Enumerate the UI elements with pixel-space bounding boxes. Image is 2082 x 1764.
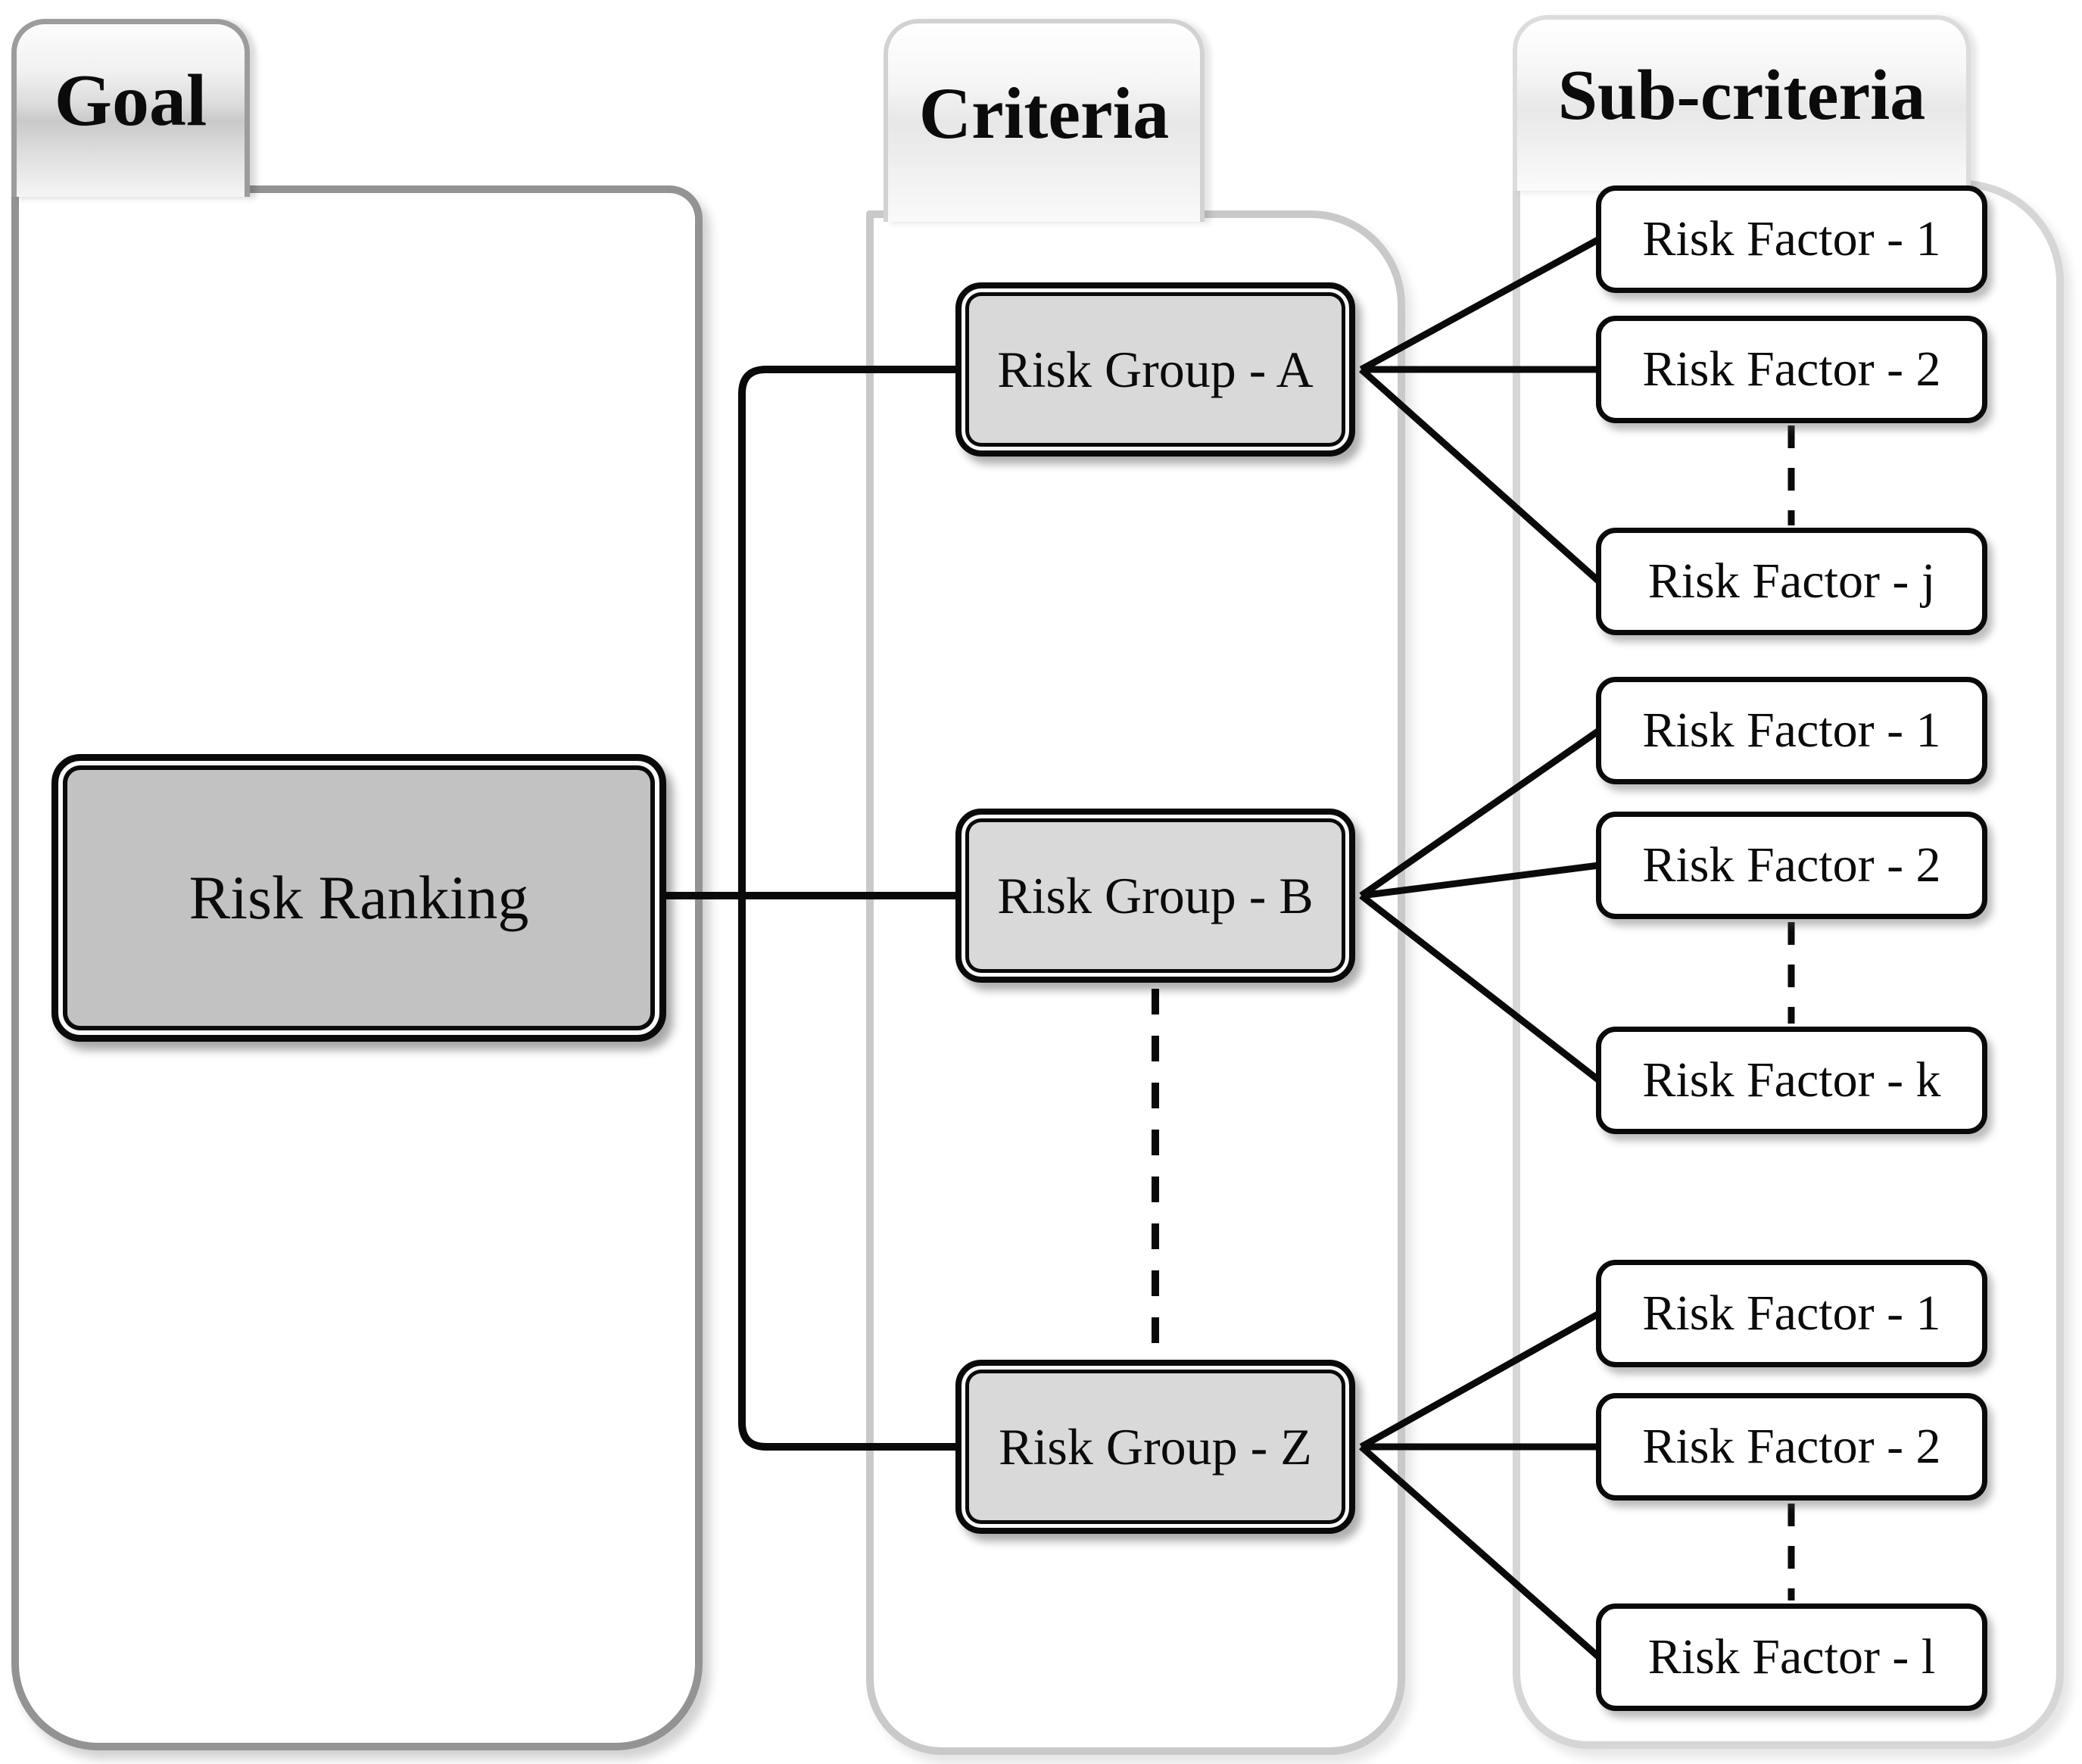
goal-node: Risk Ranking: [51, 754, 666, 1042]
risk-group-a-node: Risk Group - A: [955, 282, 1355, 457]
risk-factor-node: Risk Factor - 1: [1596, 185, 1987, 293]
risk-factor-label: Risk Factor - 2: [1642, 837, 1941, 893]
risk-factor-label: Risk Factor - 1: [1642, 703, 1941, 758]
risk-group-z-label: Risk Group - Z: [999, 1417, 1312, 1476]
risk-group-z-node: Risk Group - Z: [955, 1360, 1355, 1534]
risk-group-a-label: Risk Group - A: [997, 340, 1314, 398]
goal-tab-label: Goal: [54, 60, 207, 142]
risk-factor-label: Risk Factor - 1: [1642, 1286, 1941, 1341]
goal-tab: Goal: [11, 19, 250, 197]
subcriteria-tab: Sub-criteria: [1513, 15, 1971, 191]
risk-factor-label: Risk Factor - 2: [1642, 1419, 1941, 1474]
risk-factor-label: Risk Factor - j: [1647, 553, 1936, 609]
risk-group-b-label: Risk Group - B: [997, 866, 1314, 924]
goal-node-label: Risk Ranking: [189, 863, 529, 932]
risk-factor-node: Risk Factor - 2: [1596, 812, 1987, 919]
risk-factor-node: Risk Factor - 2: [1596, 1393, 1987, 1501]
risk-factor-node: Risk Factor - 2: [1596, 316, 1987, 423]
risk-factor-node: Risk Factor - k: [1596, 1027, 1987, 1134]
risk-factor-label: Risk Factor - l: [1647, 1629, 1936, 1685]
risk-factor-node: Risk Factor - l: [1596, 1603, 1987, 1711]
risk-group-b-node: Risk Group - B: [955, 809, 1355, 983]
risk-factor-node: Risk Factor - 1: [1596, 1260, 1987, 1367]
criteria-tab: Criteria: [884, 19, 1205, 222]
subcriteria-tab-label: Sub-criteria: [1557, 56, 1926, 135]
risk-factor-node: Risk Factor - j: [1596, 528, 1987, 635]
risk-factor-label: Risk Factor - 2: [1642, 341, 1941, 397]
risk-factor-label: Risk Factor - 1: [1642, 211, 1941, 266]
risk-factor-node: Risk Factor - 1: [1596, 677, 1987, 784]
risk-factor-label: Risk Factor - k: [1642, 1052, 1941, 1108]
criteria-tab-label: Criteria: [918, 72, 1170, 154]
